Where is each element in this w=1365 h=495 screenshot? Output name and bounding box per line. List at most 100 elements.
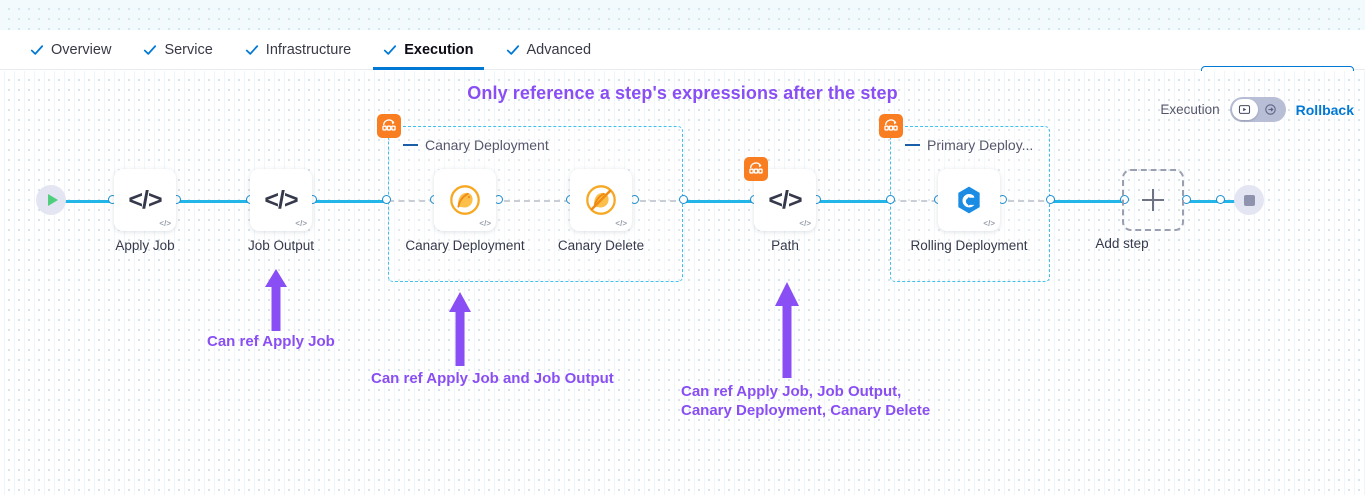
connector-rail-dashed [630,200,686,202]
code-icon: </> [128,185,162,214]
connector-rail-dashed [388,200,446,202]
group-header-canary-deployment[interactable]: Canary Deployment [403,137,549,153]
connector-port[interactable] [886,195,895,204]
connector-rail [816,200,894,203]
rolling-deploy-icon [958,186,980,214]
step-node-apply-job[interactable]: </> </> Apply Job [114,169,176,253]
tab-label: Service [164,41,213,58]
connector-rail [1050,200,1126,203]
tab-label: Execution [404,41,474,58]
connector-rail-dashed [890,200,948,202]
code-badge-icon: </> [983,219,995,228]
group-title-label: Primary Deploy... [927,137,1034,153]
step-group-icon[interactable] [879,114,903,138]
code-badge-icon: </> [479,219,491,228]
step-group-icon[interactable] [377,114,401,138]
code-badge-icon: </> [615,219,627,228]
code-badge-icon: </> [295,219,307,228]
step-group-icon[interactable] [744,157,768,181]
group-header-primary-deployment[interactable]: Primary Deploy... [905,137,1033,153]
execution-toggle-option[interactable] [1231,99,1258,120]
annotation-text-2: Can ref Apply Job and Job Output [371,370,614,387]
connector-port[interactable] [1120,195,1129,204]
execution-label: Execution [1160,102,1220,117]
collapse-dash-icon[interactable] [403,143,418,147]
connector-port[interactable] [1216,195,1225,204]
tab-execution[interactable]: Execution [367,30,489,70]
step-node-rolling-deployment[interactable]: </> Rolling Deployment [910,169,1028,253]
annotation-arrow-1 [265,269,287,331]
step-group-glyph-icon [382,119,396,131]
canary-bird-icon [450,185,480,215]
connector-port[interactable] [382,195,391,204]
step-label: Canary Deployment [405,238,525,253]
tab-label: Advanced [526,41,592,58]
step-label: Rolling Deployment [910,238,1028,253]
group-title-label: Canary Deployment [425,137,549,153]
step-group-glyph-icon [749,162,763,174]
connector-rail-dashed [998,200,1054,202]
stage-tab-bar: Overview Service Infrastructure Executio… [0,30,1365,93]
step-node-job-output[interactable]: </> </> Job Output [248,169,314,253]
rollback-icon [1265,104,1276,115]
code-icon: </> [768,185,802,214]
execution-rollback-toggle-row: Execution Rollback [1160,97,1354,122]
tab-label: Overview [51,41,112,58]
stop-icon [1243,194,1255,206]
step-card[interactable]: </> </> [250,169,312,231]
check-icon [384,44,397,55]
group-canary-deployment[interactable]: Canary Deployment [377,114,683,282]
start-node[interactable] [36,185,66,215]
annotation-text-1: Can ref Apply Job [207,333,335,350]
annotation-text-3: Can ref Apply Job, Job Output, Canary De… [681,383,931,419]
step-node-canary-deployment[interactable]: </> Canary Deployment [405,169,525,253]
tab-label: Infrastructure [265,41,352,58]
step-node-path[interactable]: </> </> Path [744,157,816,253]
step-label: Job Output [247,238,315,253]
play-icon [47,194,58,206]
rollback-link[interactable]: Rollback [1295,101,1354,118]
collapse-dash-icon[interactable] [905,143,920,147]
step-label: Canary Delete [557,238,645,253]
step-label: Path [771,238,799,253]
canvas-top-strip [0,0,1365,30]
step-card[interactable]: </> [938,169,1000,231]
add-step-label: Add step [1095,236,1149,251]
check-icon [30,44,44,55]
check-icon [144,44,157,55]
check-icon [506,44,519,55]
code-badge-icon: </> [159,219,171,228]
add-step-button[interactable] [1122,169,1184,231]
pipeline-canvas[interactable]: Only reference a step's expressions afte… [0,71,1365,495]
step-group-glyph-icon [884,119,898,131]
step-card[interactable]: </> [434,169,496,231]
connector-port[interactable] [1046,195,1055,204]
plus-icon [1142,189,1164,211]
connector-rail [684,200,762,203]
connector-port[interactable] [679,195,688,204]
annotation-arrow-2 [449,292,471,366]
tab-infrastructure[interactable]: Infrastructure [229,30,367,70]
code-icon: </> [264,185,298,214]
step-card[interactable]: </> </> [114,169,176,231]
annotation-arrow-3 [775,282,799,378]
connector-rail-dashed [494,200,580,202]
tab-service[interactable]: Service [127,30,228,70]
tab-advanced[interactable]: Advanced [490,30,608,70]
connector-rail [176,200,258,203]
canary-delete-icon [586,185,616,215]
step-node-canary-delete[interactable]: </> Canary Delete [558,169,644,253]
step-card[interactable]: </> </> [744,157,816,231]
execution-icon [1239,105,1251,114]
tab-overview[interactable]: Overview [14,30,127,70]
connector-rail [312,200,390,203]
step-card[interactable]: </> [570,169,632,231]
end-node[interactable] [1234,185,1264,215]
execution-rollback-toggle[interactable] [1229,97,1286,122]
headline-annotation: Only reference a step's expressions afte… [467,83,898,103]
check-icon [245,44,258,55]
rollback-toggle-option[interactable] [1258,99,1284,120]
step-label: Apply Job [115,238,175,253]
connector-rail [62,200,120,203]
